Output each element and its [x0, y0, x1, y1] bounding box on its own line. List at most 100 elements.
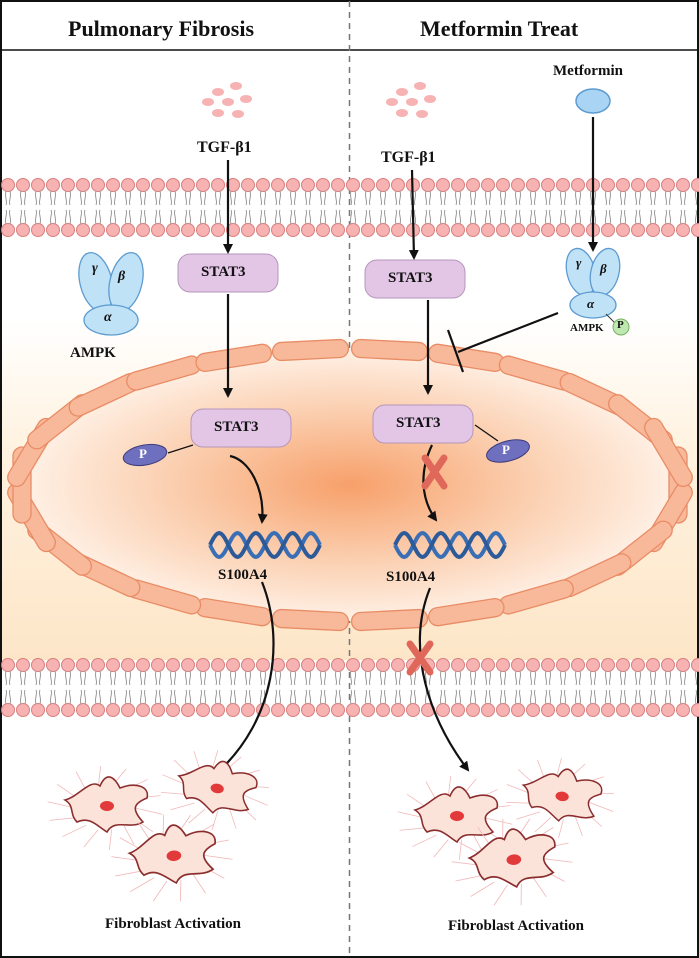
lipid-head [151, 689, 165, 717]
lipid-head [391, 209, 405, 237]
lipid-head [226, 689, 240, 717]
lipid-head [91, 658, 105, 686]
lipid-head [166, 178, 180, 206]
phospho-label-left: P [139, 446, 147, 461]
lipid-head [346, 658, 360, 686]
ampk-label-left: AMPK [70, 345, 116, 361]
phospho-label-right: P [502, 442, 510, 457]
ampk-gamma-left: γ [92, 261, 98, 276]
lipid-head [196, 658, 210, 686]
tgf-label-right: TGF-β1 [381, 149, 436, 166]
fibroblasts-right [397, 757, 614, 906]
arrow-dna-to-fibroblast-left [216, 581, 275, 774]
stat3-label-right-cytoplasm: STAT3 [388, 270, 433, 286]
ampk-beta-right: β [600, 261, 607, 276]
lipid-head [421, 209, 435, 237]
lipid-head [271, 689, 285, 717]
lipid-head [106, 209, 120, 237]
lipid-head [646, 209, 660, 237]
lipid-head [46, 689, 60, 717]
lipid-head [511, 658, 525, 686]
lipid-head [346, 178, 360, 206]
lipid-head [676, 178, 690, 206]
phospho-oval-right [486, 439, 530, 463]
ampk-gamma-right: γ [576, 255, 582, 270]
nuclear-envelope [7, 338, 693, 632]
lipid-head [376, 689, 390, 717]
lipid-head [211, 209, 225, 237]
lipid-head [661, 178, 675, 206]
lipid-head [31, 689, 45, 717]
lipid-head [631, 178, 645, 206]
lipid-head [241, 209, 255, 237]
ampk-label-right: AMPK [570, 322, 604, 334]
lipid-head [466, 209, 480, 237]
envelope-segment [350, 338, 429, 362]
ampk-alpha-left: α [104, 310, 112, 325]
lipid-head [181, 658, 195, 686]
lipid-head [1, 689, 15, 717]
arrow-stat3-to-dna-left [229, 454, 268, 524]
tgf-beta1-particles-left [202, 82, 252, 118]
lipid-head [496, 209, 510, 237]
lipid-head [541, 209, 555, 237]
lipid-head [646, 658, 660, 686]
lipid-head [436, 689, 450, 717]
lipid-head [61, 209, 75, 237]
lipid-head [436, 658, 450, 686]
ampk-complex-left [78, 251, 144, 336]
lipid-head [496, 689, 510, 717]
lipid-head [301, 658, 315, 686]
lipid-head [196, 689, 210, 717]
stat3-box-left-nucleus [190, 408, 292, 448]
lipid-head [331, 689, 345, 717]
envelope-segment [195, 343, 272, 372]
lipid-head [601, 689, 615, 717]
lipid-head [391, 689, 405, 717]
lipid-head [196, 209, 210, 237]
lipid-head [496, 658, 510, 686]
lipid-head [136, 209, 150, 237]
lipid-head [31, 658, 45, 686]
lipid-head [481, 658, 495, 686]
lipid-head [481, 209, 495, 237]
lipid-head [226, 658, 240, 686]
lipid-head [616, 658, 630, 686]
lipid-head [586, 658, 600, 686]
lipid-head [391, 658, 405, 686]
dna-strand [208, 530, 322, 560]
lipid-head [451, 689, 465, 717]
lipid-head [451, 658, 465, 686]
stat3-label-left-cytoplasm: STAT3 [201, 264, 246, 280]
lipid-head [136, 658, 150, 686]
lipid-head [46, 658, 60, 686]
stat3-box-right-cytoplasm [364, 259, 466, 299]
lipid-head [676, 209, 690, 237]
lipid-head [361, 658, 375, 686]
lipid-head [556, 658, 570, 686]
lipid-head [31, 178, 45, 206]
fibroblast-cell [451, 818, 573, 906]
inhibition-line [457, 311, 559, 354]
lipid-head [106, 658, 120, 686]
lipid-head [166, 658, 180, 686]
lipid-head [616, 178, 630, 206]
lipid-head [346, 689, 360, 717]
lipid-head [661, 209, 675, 237]
lipid-head [526, 178, 540, 206]
fibroblast-cell [506, 757, 614, 839]
lipid-head [76, 209, 90, 237]
lipid-head [376, 178, 390, 206]
envelope-segment [271, 338, 350, 362]
fibroblast-cell [47, 766, 163, 850]
lipid-head [1, 178, 15, 206]
lipid-head [616, 209, 630, 237]
lipid-head [451, 178, 465, 206]
signal-arrows [216, 117, 598, 774]
lipid-head [91, 178, 105, 206]
dna-helix-right [393, 530, 507, 560]
lipid-head [241, 658, 255, 686]
dna-helix-left [208, 530, 322, 560]
lipid-head [46, 209, 60, 237]
lipid-head [481, 178, 495, 206]
